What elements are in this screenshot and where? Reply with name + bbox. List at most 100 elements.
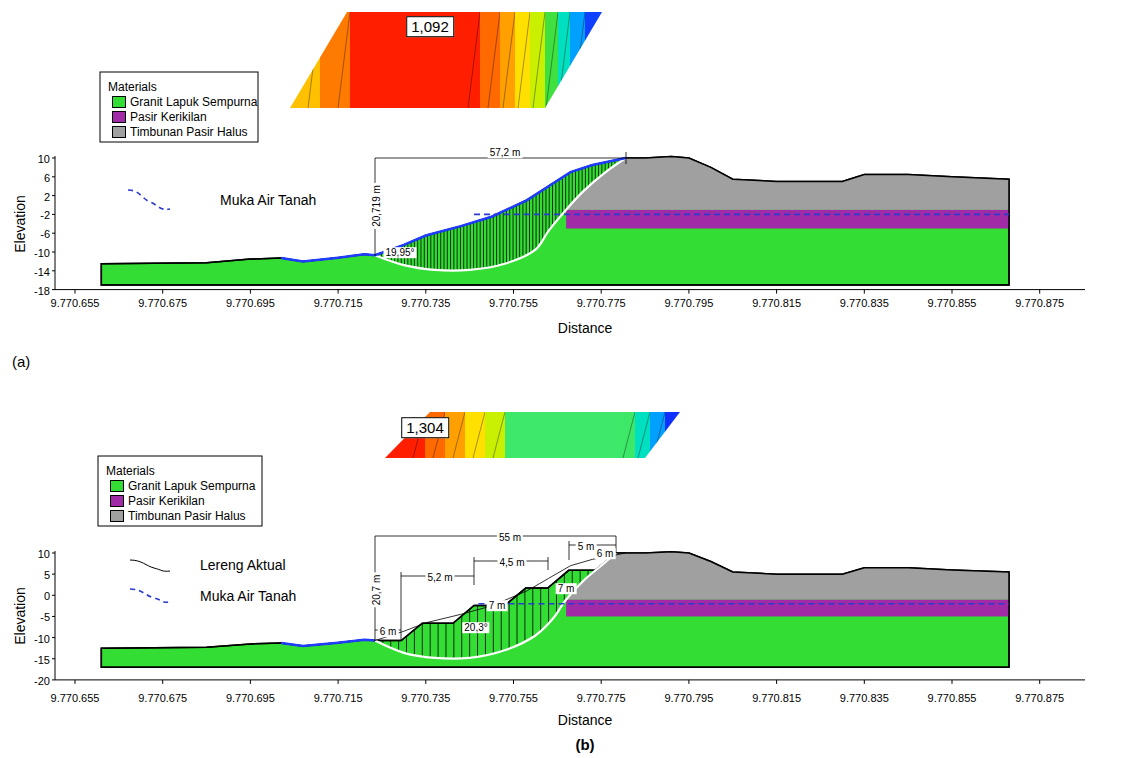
legend-entry: Granit Lapuk Sempurna xyxy=(110,479,255,493)
legend-swatch xyxy=(110,495,124,507)
axis-tick: 9.770.675 xyxy=(138,692,187,704)
slice-line xyxy=(463,225,464,270)
axis-tick: 6 xyxy=(44,172,50,184)
axis-tick: 10 xyxy=(38,548,50,560)
contour-band xyxy=(665,410,696,460)
tick-mark xyxy=(75,290,76,294)
tick-mark xyxy=(52,289,55,290)
axis-tick: 9.770.855 xyxy=(928,692,977,704)
label-anchor: Elevation xyxy=(11,587,29,645)
label-anchor: 20,7 m xyxy=(366,573,384,608)
axis-tick: 9.770.875 xyxy=(1015,692,1064,704)
contour-line xyxy=(573,12,585,108)
dimension: 5 m xyxy=(576,541,597,552)
slice-line xyxy=(473,222,474,269)
axis-tick: 9.770.655 xyxy=(51,297,100,309)
dimension-line xyxy=(474,557,475,585)
label-anchor: 9.770.715 xyxy=(314,688,363,706)
slice-line xyxy=(430,623,431,657)
axis-tick: 9.770.835 xyxy=(840,692,889,704)
angle: 19,95° xyxy=(383,247,416,258)
contour-line xyxy=(653,412,665,458)
slice-line xyxy=(522,202,523,255)
legend-text: Pasir Kerikilan xyxy=(128,494,205,508)
slice-line xyxy=(470,223,471,269)
slice-line xyxy=(490,217,491,266)
safety-factor-grid xyxy=(375,410,696,460)
axis-tick: -6 xyxy=(40,228,50,240)
contour-band xyxy=(558,10,571,110)
label-anchor: -15 xyxy=(34,650,50,668)
slice-line xyxy=(440,232,441,270)
legend-entry: Pasir Kerikilan xyxy=(112,110,207,124)
legend-swatch xyxy=(112,96,126,108)
label-anchor: 6 m xyxy=(595,543,616,561)
y-axis xyxy=(55,551,56,680)
slice-line xyxy=(532,588,533,637)
safety-factor: 1,304 xyxy=(401,417,449,438)
axis-tick: -20 xyxy=(34,675,50,687)
slice-line xyxy=(467,224,468,270)
dimension-line xyxy=(569,541,570,560)
axis-tick: 9.770.775 xyxy=(577,297,626,309)
legend-entry: Granit Lapuk Sempurna xyxy=(112,95,257,109)
tick-mark xyxy=(1039,290,1040,294)
angle: 20,3° xyxy=(462,622,489,633)
legend-actual-slope-sample xyxy=(130,560,170,571)
axis-tick: 9.770.795 xyxy=(664,692,713,704)
label-anchor: 9.770.675 xyxy=(138,688,187,706)
contour-line xyxy=(533,12,545,108)
panel-label: (b) xyxy=(575,736,594,753)
label-anchor: (a) xyxy=(12,353,30,371)
label-anchor: -10 xyxy=(34,243,50,261)
dimension: 20,719 m xyxy=(371,183,382,229)
label-anchor: 4,5 m xyxy=(497,552,526,570)
legend-entry: Muka Air Tanah xyxy=(200,588,296,604)
tick-mark xyxy=(250,290,251,294)
slice-line xyxy=(513,207,514,260)
tick-mark xyxy=(52,553,55,554)
label-anchor: 9.770.715 xyxy=(314,293,363,311)
dimension: 4,5 m xyxy=(497,557,526,568)
dimension-line xyxy=(548,557,549,570)
slice-line xyxy=(469,609,470,658)
label-anchor: 9.770.735 xyxy=(401,293,450,311)
tick-mark xyxy=(952,680,953,684)
label-anchor: 9.770.735 xyxy=(401,688,450,706)
dimension: 7 m xyxy=(556,583,577,594)
actual-slope-line xyxy=(375,553,626,641)
tick-mark xyxy=(776,290,777,294)
ground-outline xyxy=(101,157,1009,285)
legend-swatch xyxy=(110,510,124,522)
label-anchor: -6 xyxy=(40,224,50,242)
tick-mark xyxy=(52,158,55,159)
ground-outline xyxy=(101,552,1009,667)
contour-band xyxy=(635,410,651,460)
label-anchor: 1,092 xyxy=(406,18,454,36)
slice-line xyxy=(595,164,596,180)
tick-mark xyxy=(513,290,514,294)
dimension-line xyxy=(401,572,402,641)
slice-line xyxy=(575,170,576,199)
label-anchor: 9.770.775 xyxy=(577,688,626,706)
label-anchor: 9.770.795 xyxy=(664,688,713,706)
legend-text: Muka Air Tanah xyxy=(220,192,316,208)
tick-mark xyxy=(52,616,55,617)
contour-band xyxy=(350,10,481,110)
tick-mark xyxy=(162,680,163,684)
contour-band xyxy=(545,10,559,110)
legend-entry: Timbunan Pasir Halus xyxy=(110,509,246,523)
axis-tick: 9.770.715 xyxy=(314,692,363,704)
slice-line xyxy=(517,595,518,644)
legend-text: Timbunan Pasir Halus xyxy=(130,125,248,139)
slice-line xyxy=(499,213,500,265)
label-anchor: 19,95° xyxy=(383,242,416,260)
slice-line xyxy=(430,234,431,269)
tick-mark xyxy=(601,680,602,684)
slice-line xyxy=(555,182,556,223)
slice-line xyxy=(598,164,599,178)
label-anchor: 9.770.655 xyxy=(51,293,100,311)
axis-tick: 9.770.815 xyxy=(752,692,801,704)
axis-title: Distance xyxy=(558,712,612,728)
